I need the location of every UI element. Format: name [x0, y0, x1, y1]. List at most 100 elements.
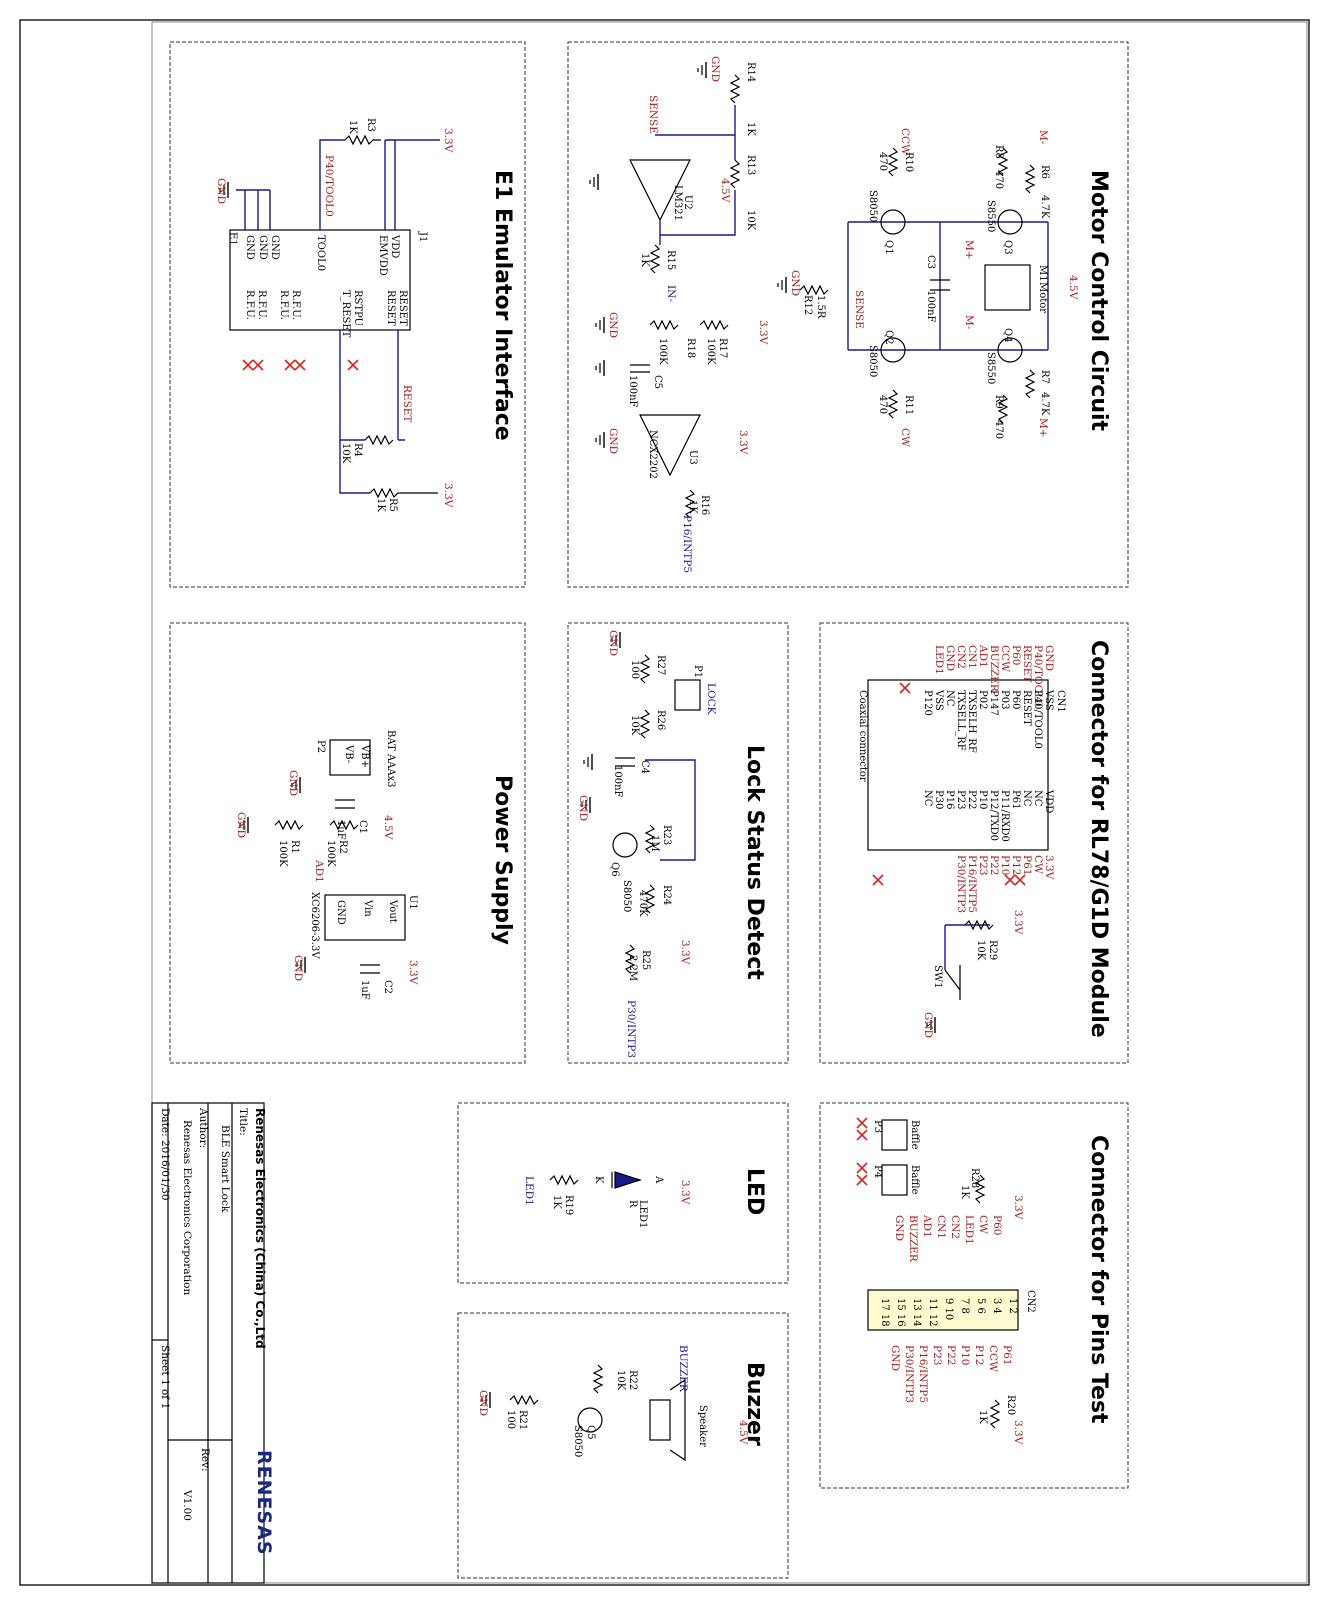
pins-row-0: 1 2	[1007, 1298, 1018, 1314]
rl78-left-net-5: BUZZER	[988, 645, 1000, 693]
val-c4: 100nF	[612, 765, 623, 798]
resistor-r16	[684, 489, 696, 519]
ref-r18: R18	[685, 338, 696, 358]
val-r4: 10K	[340, 443, 351, 464]
regulator-u1	[324, 894, 406, 941]
connector-p2	[329, 739, 371, 776]
rl78-right-pin-7: P22	[966, 790, 977, 809]
net-gnd: GND	[709, 56, 721, 82]
pin-vbp: VB+	[359, 744, 370, 768]
pin-reset-2: RESET	[385, 290, 396, 326]
rl78-left-net-9: GND	[944, 645, 956, 671]
net-3v3-r20: 3.3V	[1012, 1420, 1024, 1445]
ref-r15: R15	[665, 250, 676, 270]
ref-u3: U3	[687, 450, 698, 465]
ref-q1: Q1	[883, 240, 894, 255]
part-u2: LM321	[672, 185, 683, 221]
resistor-r8	[997, 147, 1009, 177]
ref-c1: C1	[357, 820, 368, 834]
pins-right-net-3: P10	[959, 1345, 971, 1365]
ref-cn1: CN1	[1055, 690, 1066, 713]
tb-author: Renesas Electronics Corporation	[181, 1120, 193, 1295]
resistor-r12	[799, 284, 829, 296]
led-symbol	[611, 1171, 642, 1189]
motor-box	[567, 41, 1129, 588]
rl78-left-net-6: AD1	[977, 644, 989, 668]
pins-right-net-7: P30/INTP3	[903, 1345, 915, 1403]
pin-treset: T_RESET	[340, 290, 351, 338]
ref-r17: R17	[717, 338, 728, 358]
tb-rev-label: Rev:	[199, 1448, 211, 1472]
net-sense-2: SENSE	[853, 290, 865, 329]
net-3v3-r17: 3.3V	[757, 320, 769, 345]
ref-r11: R11	[903, 395, 914, 415]
pins-row-1: 3 4	[991, 1298, 1002, 1314]
part-q6: S8050	[621, 880, 632, 912]
e1-circuit: GND E1 J1 VDD EMVDD TOOL0 GND GND GND RE…	[215, 118, 454, 512]
ref-c4: C4	[639, 760, 650, 774]
ref-r13: R13	[745, 155, 756, 175]
rl78-right-pin-8: P23	[955, 790, 966, 809]
ref-p1: P1	[692, 665, 703, 678]
motor-m1	[984, 264, 1031, 311]
ref-q4: Q4	[1002, 328, 1013, 343]
val-c5: 100nF	[627, 375, 638, 408]
rl78-right-pin-10: P30	[933, 790, 944, 809]
pins-right-net-4: P22	[945, 1345, 957, 1365]
rl78-right-net-0: 3.3V	[1043, 855, 1055, 880]
pins-right-net-8: GND	[889, 1345, 901, 1371]
ref-r29: R29	[987, 940, 998, 960]
ref-r27: R27	[655, 655, 666, 675]
part-q1: S8050	[867, 190, 878, 222]
ref-q2: Q2	[883, 330, 894, 345]
pins-left-net-4: CN1	[935, 1215, 947, 1239]
val-r21: 100	[505, 1410, 516, 1429]
lock-title: Lock Status Detect	[742, 745, 767, 980]
net-3v3-r29: 3.3V	[1012, 910, 1024, 935]
part-q2: S8050	[867, 345, 878, 377]
part-u3: NCX2202	[647, 430, 658, 479]
rl78-right-net-3: P12	[1010, 855, 1022, 875]
rl78-right-net-4: P10	[999, 855, 1011, 875]
pin-rfu-3: R.F.U.	[256, 290, 267, 320]
led-color: R	[627, 1200, 638, 1208]
net-gnd-u1: GND	[292, 955, 304, 981]
pins-circuit: P3 Baffle P4 Baffle R28 1K 3.3V P60CWLED…	[856, 1117, 1036, 1445]
ref-r12: R12	[802, 295, 813, 315]
net-gnd-buzzer: GND	[477, 1390, 489, 1416]
net-p16: P16/INTP5	[681, 515, 693, 573]
resistor-r13	[729, 159, 741, 189]
part-q4: S8550	[985, 352, 996, 384]
rl78-left-pin-3: P60	[1010, 690, 1021, 709]
net-3v3-r5: 3.3V	[442, 483, 454, 508]
val-r18: 100K	[657, 338, 668, 365]
renesas-logo: RENESAS	[253, 1450, 275, 1556]
pins-box	[819, 1102, 1129, 1489]
net-p40: P40/TOOL0	[323, 155, 335, 217]
tb-title-label: Title:	[237, 1108, 249, 1136]
pin-rfu-4: R.F.U.	[244, 290, 255, 320]
rl78-right-pin-6: P10	[977, 790, 988, 809]
pin-rstpu: RSTPU	[352, 290, 363, 326]
ref-c2: C2	[382, 980, 393, 994]
baffle-p4: Baffle	[909, 1165, 920, 1195]
val-r29: 10K	[975, 940, 986, 961]
ref-r5: R5	[387, 498, 398, 512]
resistor-r25	[624, 944, 636, 974]
resistor-r29	[964, 919, 994, 931]
rl78-right-net-5: P22	[988, 855, 1000, 875]
net-ccw: CCW	[899, 128, 911, 155]
val-r23: 1M	[649, 835, 660, 852]
resistor-r2	[329, 819, 359, 831]
transistor-q3	[997, 209, 1023, 235]
ref-r23: R23	[661, 825, 672, 845]
net-p30: P30/INTP3	[625, 1000, 637, 1058]
rl78-left-pin-10: VSS	[933, 689, 944, 711]
rl78-right-net-7: P16/INTP5	[966, 855, 978, 913]
net-gnd-sw1: GND	[922, 1012, 934, 1038]
pin-tool0: TOOL0	[315, 235, 326, 271]
resistor-r10	[887, 147, 899, 177]
rl78-left-net-10: LED1	[933, 645, 945, 675]
ref-r22: R22	[627, 1370, 638, 1390]
net-gnd-r18: GND	[607, 312, 619, 338]
